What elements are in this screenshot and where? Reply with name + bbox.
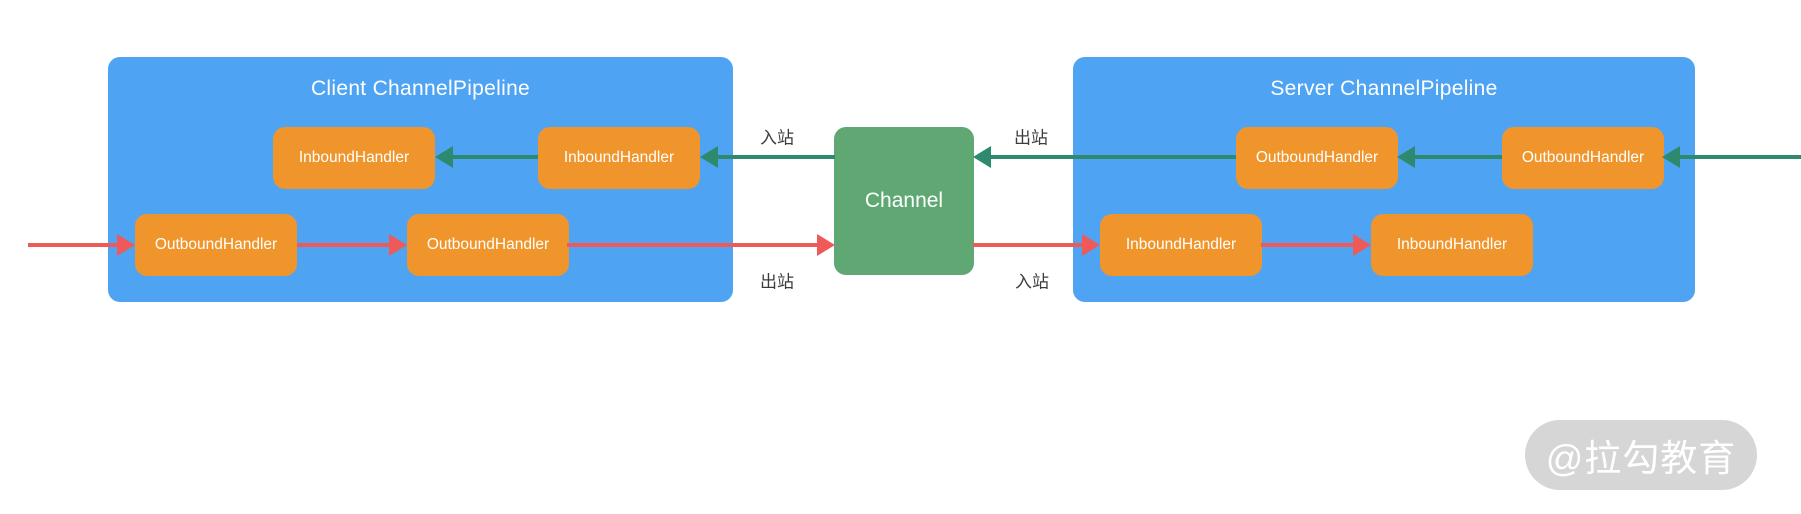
server-inbound-arrow-1-to-2 bbox=[1261, 243, 1353, 247]
client-outbound-arrow-1-to-2 bbox=[297, 243, 389, 247]
client-outbound-handler-2: OutboundHandler bbox=[407, 214, 569, 276]
channel-label: Channel bbox=[864, 189, 944, 212]
client-outbound-arrow-to-channel bbox=[567, 243, 817, 247]
client-outbound-entry-arrow bbox=[28, 243, 117, 247]
client-pipeline-title: Client ChannelPipeline bbox=[310, 77, 531, 100]
server-inbound-handler-2: InboundHandler bbox=[1371, 214, 1533, 276]
server-outbound-arrow-2-to-1 bbox=[1415, 155, 1502, 159]
server-channelpipeline-box: Server ChannelPipeline OutboundHandler O… bbox=[1073, 57, 1695, 302]
server-outbound-entry-arrow bbox=[1680, 155, 1801, 159]
channel-box: Channel bbox=[834, 127, 974, 275]
client-channelpipeline-box: Client ChannelPipeline InboundHandler In… bbox=[108, 57, 733, 302]
watermark-badge: @拉勾教育 bbox=[1525, 420, 1757, 490]
watermark-text: @拉勾教育 bbox=[1545, 438, 1737, 479]
client-inbound-arrow-2-to-1 bbox=[453, 155, 538, 159]
client-inbound-handler-1: InboundHandler bbox=[273, 127, 435, 189]
client-inbound-handler-2: InboundHandler bbox=[538, 127, 700, 189]
client-outbound-handler-1: OutboundHandler bbox=[135, 214, 297, 276]
server-outbound-handler-2: OutboundHandler bbox=[1502, 127, 1664, 189]
client-inbound-arrow-from-channel bbox=[718, 155, 835, 159]
server-inbound-arrow-from-channel bbox=[973, 243, 1082, 247]
server-outbound-arrow-to-channel bbox=[991, 155, 1236, 159]
server-inbound-label: 入站 bbox=[1015, 272, 1049, 292]
server-inbound-handler-1: InboundHandler bbox=[1100, 214, 1262, 276]
client-outbound-label: 出站 bbox=[760, 272, 794, 292]
server-pipeline-title: Server ChannelPipeline bbox=[1270, 77, 1498, 100]
server-outbound-handler-1: OutboundHandler bbox=[1236, 127, 1398, 189]
client-inbound-label: 入站 bbox=[760, 128, 794, 148]
server-outbound-label: 出站 bbox=[1014, 128, 1048, 148]
